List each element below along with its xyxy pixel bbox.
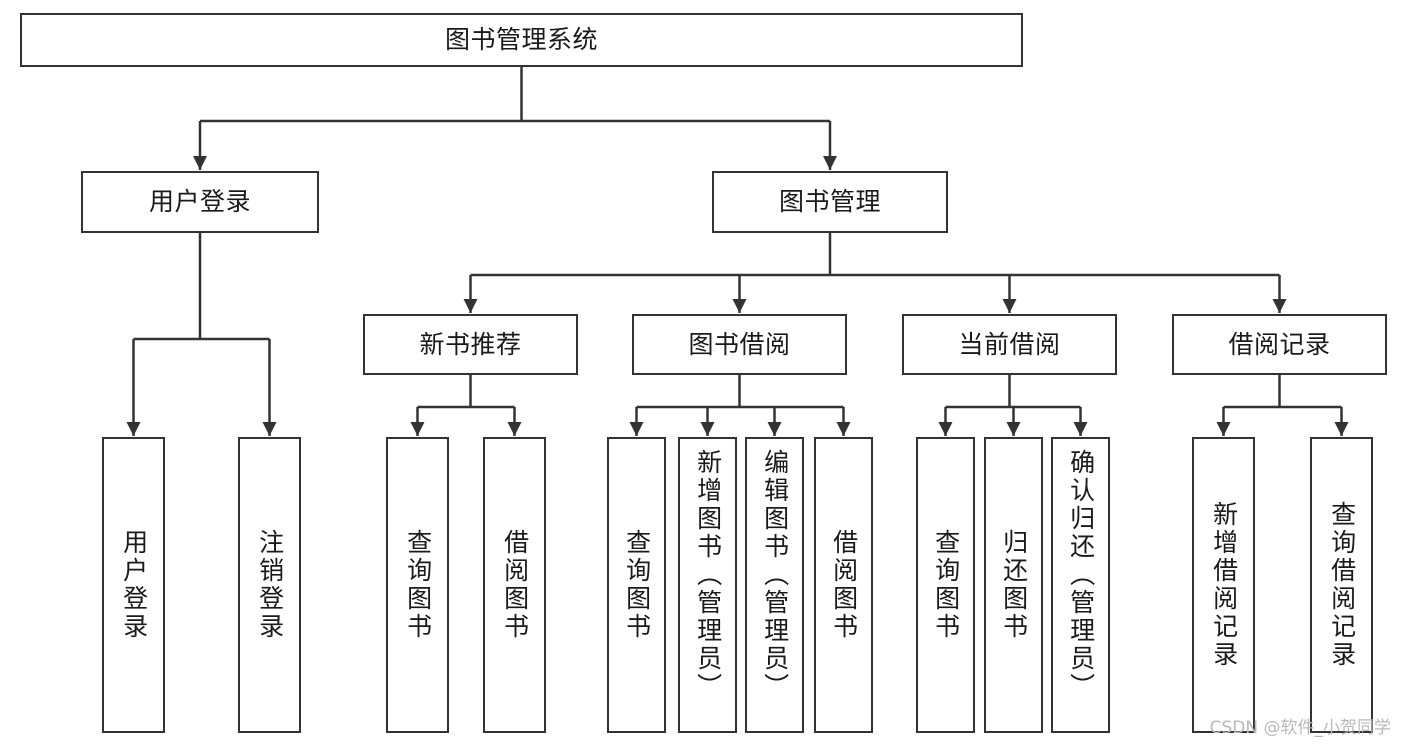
node-leaf-add-book[interactable]: 新增图书（管理员） xyxy=(678,437,737,733)
node-leaf-query-3[interactable]: 查询图书 xyxy=(916,437,975,733)
node-label-book-manage: 图书管理 xyxy=(778,187,881,217)
connector-arrowhead xyxy=(1073,422,1088,436)
node-leaf-confirm[interactable]: 确认归还（管理员） xyxy=(1051,437,1110,733)
node-borrow-record[interactable]: 借阅记录 xyxy=(1172,314,1387,375)
connector-arrowhead xyxy=(1216,422,1231,436)
node-leaf-edit-book[interactable]: 编辑图书（管理员） xyxy=(745,437,804,733)
node-label-leaf-borrow-2: 借阅图书 xyxy=(829,529,859,641)
node-current-borrow[interactable]: 当前借阅 xyxy=(902,314,1117,375)
node-label-root: 图书管理系统 xyxy=(444,25,598,55)
connector-arrowhead xyxy=(410,422,425,436)
node-label-new-book-rec: 新书推荐 xyxy=(419,329,522,359)
node-label-leaf-user-login: 用户登录 xyxy=(119,529,149,641)
node-label-leaf-query-rec: 查询借阅记录 xyxy=(1327,501,1357,669)
node-leaf-query-rec[interactable]: 查询借阅记录 xyxy=(1310,437,1373,733)
connector-arrowhead xyxy=(938,422,953,436)
connector-arrowhead xyxy=(463,299,478,313)
node-label-book-borrow: 图书借阅 xyxy=(688,329,791,359)
node-leaf-borrow-1[interactable]: 借阅图书 xyxy=(483,437,546,733)
node-leaf-borrow-2[interactable]: 借阅图书 xyxy=(814,437,873,733)
node-label-user-login: 用户登录 xyxy=(148,187,251,217)
node-label-leaf-query-2: 查询图书 xyxy=(622,529,652,641)
node-label-leaf-query-3: 查询图书 xyxy=(931,529,961,641)
connector-arrowhead xyxy=(1002,299,1017,313)
node-label-leaf-query-1: 查询图书 xyxy=(403,529,433,641)
node-leaf-query-1[interactable]: 查询图书 xyxy=(386,437,449,733)
connector-arrowhead xyxy=(507,422,522,436)
node-book-manage[interactable]: 图书管理 xyxy=(712,171,948,233)
connector-arrowhead xyxy=(126,422,141,436)
connector-arrowhead xyxy=(1334,422,1349,436)
node-leaf-user-login[interactable]: 用户登录 xyxy=(102,437,165,733)
node-label-leaf-edit-book: 编辑图书（管理员） xyxy=(760,449,790,701)
connector-arrowhead xyxy=(823,156,837,170)
watermark-text: CSDN @软件_小贺同学 xyxy=(1209,718,1391,738)
node-new-book-rec[interactable]: 新书推荐 xyxy=(363,314,578,375)
node-leaf-return[interactable]: 归还图书 xyxy=(984,437,1043,733)
node-label-leaf-borrow-1: 借阅图书 xyxy=(500,529,530,641)
connector-arrowhead xyxy=(700,422,715,436)
node-label-borrow-record: 借阅记录 xyxy=(1228,329,1331,359)
node-book-borrow[interactable]: 图书借阅 xyxy=(632,314,847,375)
node-label-leaf-add-book: 新增图书（管理员） xyxy=(693,449,723,701)
node-label-current-borrow: 当前借阅 xyxy=(958,329,1061,359)
connector-arrowhead xyxy=(629,422,644,436)
connector-arrowhead xyxy=(262,422,277,436)
node-leaf-query-2[interactable]: 查询图书 xyxy=(607,437,666,733)
node-leaf-add-rec[interactable]: 新增借阅记录 xyxy=(1192,437,1255,733)
connector-arrowhead xyxy=(732,299,747,313)
connector-arrowhead xyxy=(1006,422,1021,436)
node-leaf-logout[interactable]: 注销登录 xyxy=(238,437,301,733)
node-label-leaf-logout: 注销登录 xyxy=(255,529,285,641)
node-label-leaf-confirm: 确认归还（管理员） xyxy=(1066,449,1096,701)
node-label-leaf-add-rec: 新增借阅记录 xyxy=(1209,501,1239,669)
connector-arrowhead xyxy=(767,422,782,436)
connector-arrowhead xyxy=(1272,299,1287,313)
node-root[interactable]: 图书管理系统 xyxy=(20,13,1023,67)
connector-arrowhead xyxy=(193,156,207,170)
node-user-login[interactable]: 用户登录 xyxy=(81,171,319,233)
node-label-leaf-return: 归还图书 xyxy=(999,529,1029,641)
connector-arrowhead xyxy=(836,422,851,436)
